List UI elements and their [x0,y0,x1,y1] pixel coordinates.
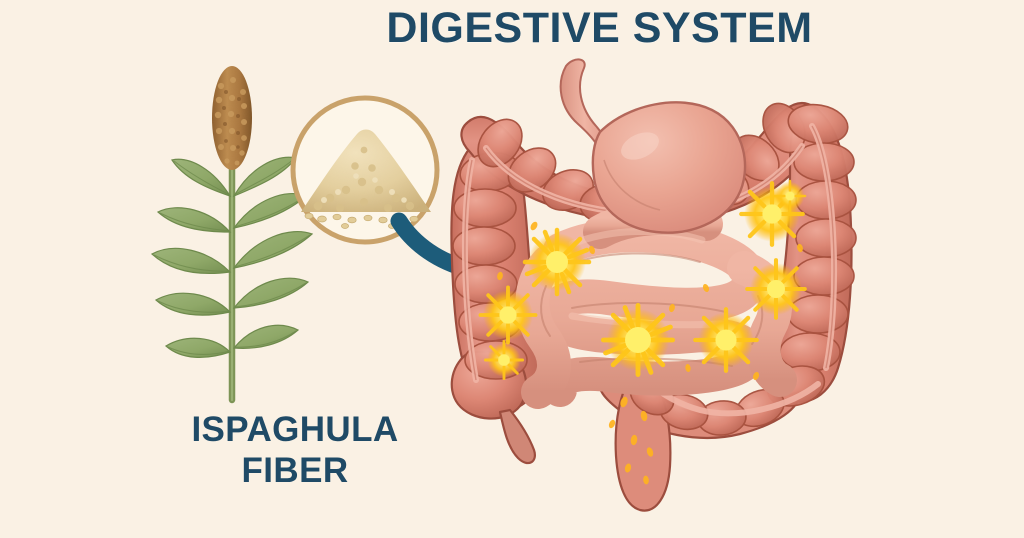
psyllium-powder-inset [290,95,440,245]
plant-caption-line-1: ISPAGHULA [191,410,399,449]
plant-leaves-icon [150,156,314,358]
digestive-tract-illustration [450,58,857,512]
appendix [498,408,536,465]
seed-spike-icon [212,66,252,170]
stomach-group [559,58,747,234]
fiber-speckles [497,221,803,485]
plant-caption: ISPAGHULA FIBER [118,409,472,492]
page-title: DIGESTIVE SYSTEM [386,4,813,52]
activity-bursts-group [478,179,807,381]
ispaghula-plant-illustration [150,66,314,404]
plant-caption-line-2: FIBER [241,451,349,491]
powder-mound-icon [301,129,431,229]
stomach [591,101,747,234]
